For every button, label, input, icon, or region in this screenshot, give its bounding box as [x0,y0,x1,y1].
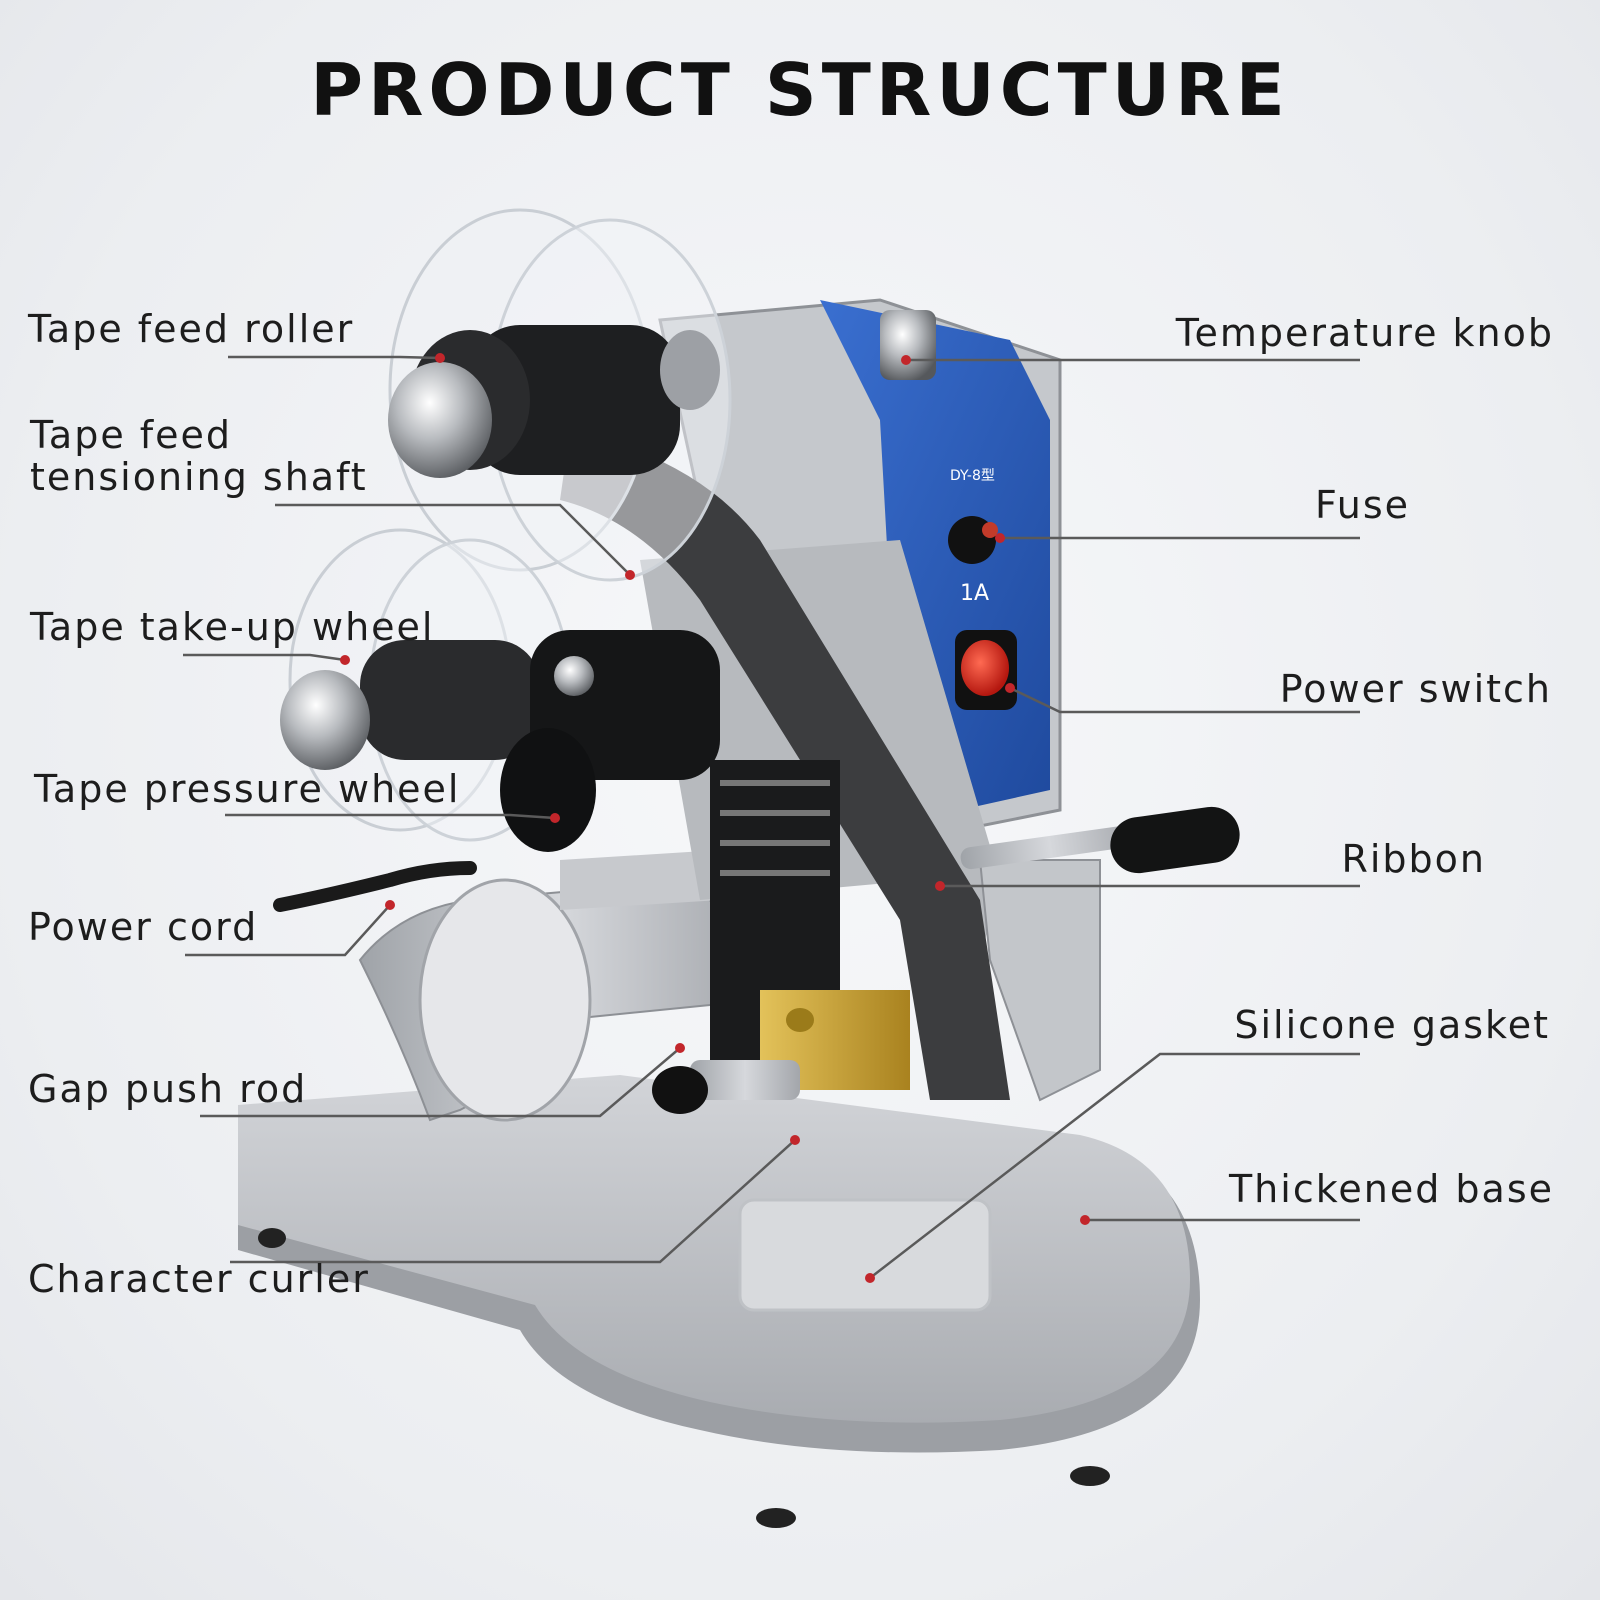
character-block [652,760,910,1114]
label-tape-feed-tensioning-shaft: Tape feed tensioning shaft [30,414,368,498]
label-silicone-gasket: Silicone gasket [1234,1003,1550,1047]
label-tape-feed-line1: Tape feed [30,413,233,457]
power-cord [273,861,477,912]
label-temperature-knob: Temperature knob [1175,311,1554,355]
label-character-curler: Character curler [28,1257,370,1301]
label-thickened-base: Thickened base [1228,1167,1554,1211]
silicone-gasket-pad [738,1198,992,1312]
tape-feed-roller [388,208,732,582]
label-fuse: Fuse [1314,483,1410,527]
callout-dots [340,353,1090,1283]
gap-push-rod-knob [652,1066,708,1114]
label-tape-take-up-wheel: Tape take-up wheel [30,605,435,649]
temperature-knob [880,310,936,380]
page-title: PRODUCT STRUCTURE [310,48,1290,132]
label-ribbon: Ribbon [1341,837,1486,881]
panel-fuse-rating: 1A [960,581,989,606]
label-tape-feed-roller: Tape feed roller [28,307,355,351]
leader-lines-left [183,355,796,1264]
leader-lines-right [869,358,1360,1279]
thickened-base [238,1075,1200,1528]
label-tape-feed-line2: tensioning shaft [30,455,368,499]
tape-pressure-wheel [500,728,596,852]
label-gap-push-rod: Gap push rod [28,1067,308,1111]
label-tape-pressure-wheel: Tape pressure wheel [34,767,461,811]
press-handle [960,806,1240,874]
panel-model-text: DY-8型 [950,468,995,484]
label-power-cord: Power cord [28,905,259,949]
label-power-switch: Power switch [1279,667,1552,711]
